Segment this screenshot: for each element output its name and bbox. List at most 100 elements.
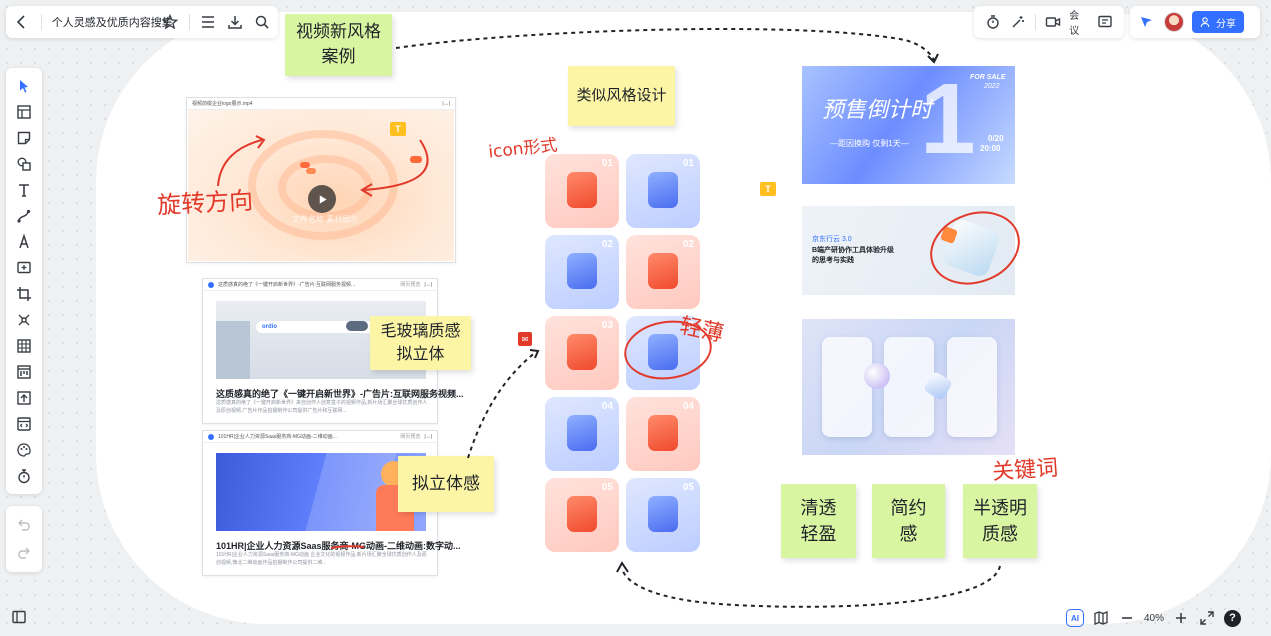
sticky-note[interactable]: 视频新风格 案例	[285, 14, 392, 76]
poster-big-number: 1	[920, 63, 976, 175]
thumb-toggle	[346, 321, 368, 331]
sticky-note-icon[interactable]	[15, 128, 33, 147]
web-card-description: 这质感真的绝了《一键开启新世界》来自创作人创意盒子的视频作品,新片场汇聚全球优质…	[216, 400, 428, 414]
download-icon[interactable]	[226, 13, 243, 31]
video-preview[interactable]: 文件名称 素材展示	[188, 110, 454, 261]
stopwatch-icon[interactable]	[15, 466, 33, 485]
fit-screen-icon[interactable]	[1198, 609, 1216, 627]
sticky-note[interactable]: 半透明 质感	[963, 484, 1037, 558]
tile-number: 04	[601, 401, 613, 412]
video-filename: 视频前缀企业logo展示.mp4	[192, 101, 253, 107]
web-card-header: 101HR|企业人力资源Saas服务商-MG动画-二维动画... 网页预览 |↔…	[203, 431, 437, 443]
meeting-label[interactable]: 会议	[1069, 11, 1080, 37]
sticky-note[interactable]: 简约 感	[872, 484, 945, 558]
sticky-note[interactable]: 拟立体感	[398, 456, 494, 512]
play-button[interactable]	[308, 185, 336, 213]
arrow-head	[529, 349, 540, 359]
video-file-card[interactable]: 视频前缀企业logo展示.mp4 |↔| 文件名称 素材展示	[186, 97, 456, 263]
back-icon[interactable]	[14, 13, 31, 31]
tile-glyph-icon	[567, 496, 597, 532]
icon-style-tile[interactable]: 02	[545, 235, 619, 309]
avatar[interactable]	[1164, 12, 1184, 32]
preview-label[interactable]: 网页预览	[400, 282, 421, 288]
minimap-icon[interactable]	[1092, 609, 1110, 627]
redo-icon[interactable]	[15, 544, 33, 562]
text-comment-marker-icon[interactable]: T	[390, 122, 406, 136]
pen-icon[interactable]	[15, 232, 33, 251]
sidebar-panel-icon	[10, 608, 28, 626]
design-poster-jd[interactable]: 京东行云 3.0 B端产研协作工具体验升级 的思考与实践	[802, 206, 1015, 295]
select-pointer-icon[interactable]	[15, 76, 33, 95]
design-poster-presale[interactable]: 预售倒计时 —距因换购 仅剩1天— 1 FOR SALE 2022 0/20 2…	[802, 63, 1015, 184]
undo-icon[interactable]	[15, 516, 33, 534]
icon-style-tile[interactable]: 04	[545, 397, 619, 471]
video-meeting-icon[interactable]	[1044, 13, 1061, 31]
sticky-note[interactable]: 毛玻璃质感 拟立体	[370, 316, 471, 370]
red-circle-stroke	[624, 320, 712, 380]
poster-subtitle: —距因换购 仅剩1天—	[830, 139, 909, 148]
share-button[interactable]: 分享	[1192, 11, 1244, 33]
tile-number: 04	[682, 401, 694, 412]
pointer-follow-icon[interactable]	[1138, 13, 1156, 31]
undo-redo-palette	[6, 506, 42, 572]
red-arrow-stroke	[255, 135, 266, 149]
star-icon[interactable]	[161, 13, 179, 31]
comment-marker-icon[interactable]: ✉	[518, 332, 532, 346]
comment-add-icon[interactable]	[15, 258, 33, 277]
tile-number: 02	[601, 239, 613, 250]
design-mobile-ui-mockup[interactable]	[802, 319, 1015, 455]
embed-icon[interactable]	[15, 414, 33, 433]
document-title[interactable]: 个人灵感及优质内容搜集	[51, 17, 173, 29]
tile-number: 01	[601, 158, 613, 169]
icon-style-tile[interactable]: 03	[545, 316, 619, 390]
red-underline-stroke	[330, 545, 365, 549]
search-icon[interactable]	[253, 13, 270, 31]
text-icon[interactable]	[15, 180, 33, 199]
comment-icon[interactable]	[1097, 13, 1114, 31]
zoom-level[interactable]: 40%	[1144, 612, 1165, 624]
play-icon	[319, 194, 327, 204]
frame-template-icon[interactable]	[15, 102, 33, 121]
tile-glyph-icon	[648, 172, 678, 208]
mindmap-icon[interactable]	[15, 310, 33, 329]
kanban-icon[interactable]	[15, 362, 33, 381]
zoom-out-icon[interactable]	[1118, 609, 1136, 627]
timer-icon[interactable]	[984, 13, 1001, 31]
poster-brand: 京东行云 3.0	[812, 236, 852, 243]
icon-style-tile[interactable]: 01	[545, 154, 619, 228]
web-link-card[interactable]: 101HR|企业人力资源Saas服务商-MG动画-二维动画... 网页预览 |↔…	[202, 430, 461, 576]
connector-icon[interactable]	[15, 206, 33, 225]
help-button[interactable]: ?	[1224, 609, 1242, 627]
ai-assistant-button[interactable]: AI	[1066, 609, 1084, 627]
tile-number: 03	[682, 320, 694, 331]
expand-icon[interactable]: |↔|	[424, 433, 432, 440]
icon-style-tile[interactable]: 01	[626, 154, 700, 228]
tile-glyph-icon	[648, 253, 678, 289]
shape-icon[interactable]	[15, 154, 33, 173]
arrow-head	[927, 53, 939, 64]
icon-style-tile[interactable]: 05	[545, 478, 619, 552]
icon-style-tile[interactable]: 02	[626, 235, 700, 309]
sidebar-toggle[interactable]	[6, 604, 32, 630]
sticky-note[interactable]: 类似风格设计	[568, 66, 675, 126]
expand-icon[interactable]: |↔|	[442, 100, 450, 107]
preview-label[interactable]: 网页预览	[400, 434, 421, 440]
icon-style-tile[interactable]: 05	[626, 478, 700, 552]
palette-icon[interactable]	[15, 440, 33, 459]
text-comment-marker-icon[interactable]: T	[760, 182, 776, 196]
web-card-description: 101HR|企业人力资源Saas服务商-MG动画 企业文化的视频作品,新片场汇聚…	[216, 552, 427, 566]
web-card-title[interactable]: 这质感真的绝了《一键开启新世界》-广告片:互联网服务视频...	[216, 389, 464, 399]
video-ring-shape	[278, 155, 373, 220]
expand-icon[interactable]: |↔|	[424, 281, 432, 288]
dashed-connector	[467, 351, 537, 459]
frame-crop-icon[interactable]	[15, 284, 33, 303]
upload-icon[interactable]	[15, 388, 33, 407]
icon-style-tile[interactable]: 04	[626, 397, 700, 471]
sticky-note[interactable]: 清透 轻盈	[781, 484, 856, 558]
poster-year: 2022	[984, 83, 1000, 90]
web-card-thumbnail	[216, 453, 426, 531]
magic-wand-icon[interactable]	[1009, 13, 1026, 31]
zoom-in-icon[interactable]	[1172, 609, 1190, 627]
menu-icon[interactable]	[200, 13, 217, 31]
table-icon[interactable]	[15, 336, 33, 355]
